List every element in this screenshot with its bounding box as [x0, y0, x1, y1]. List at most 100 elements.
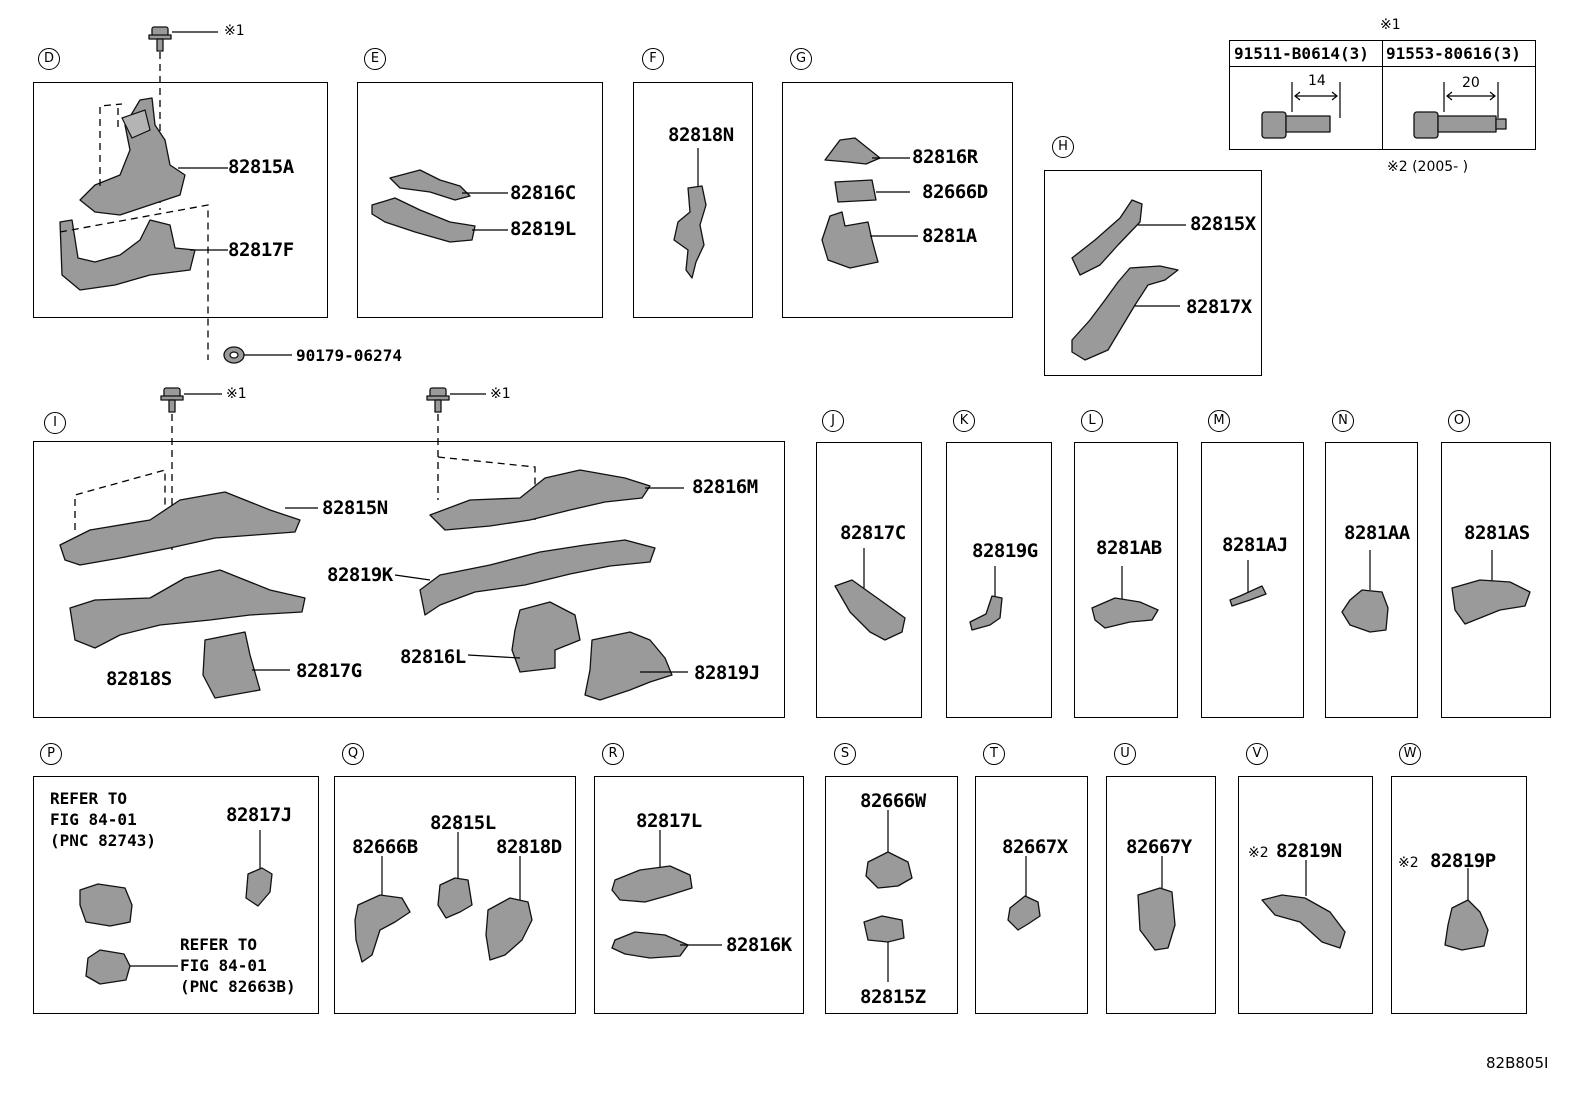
part-82818n-shape	[673, 185, 707, 279]
panel-v	[1238, 776, 1373, 1014]
panel-letter-w: W	[1399, 743, 1421, 765]
panel-letter-s: S	[834, 743, 856, 765]
panel-r	[594, 776, 804, 1014]
panel-k	[946, 442, 1052, 718]
panel-s	[825, 776, 958, 1014]
panel-letter-k: K	[953, 410, 975, 432]
refer-line: FIG 84-01	[180, 956, 267, 975]
panel-letter-l: L	[1081, 410, 1103, 432]
label-82815a: 82815A	[228, 156, 294, 178]
panel-letter-j: J	[822, 410, 844, 432]
part-82819k-shape	[419, 539, 656, 616]
label-8281a: 8281A	[922, 225, 977, 247]
panel-letter-n: N	[1332, 410, 1354, 432]
part-82667y-shape	[1137, 887, 1176, 951]
label-82815z: 82815Z	[860, 986, 926, 1008]
part-8281aa-shape	[1341, 589, 1389, 633]
panel-e	[357, 82, 603, 318]
label-82666d: 82666D	[922, 181, 988, 203]
label-82817f: 82817F	[228, 239, 294, 261]
label-82819n: 82819N	[1276, 840, 1342, 862]
label-82817j: 82817J	[226, 804, 292, 826]
label-8281ab: 8281AB	[1096, 537, 1162, 559]
panel-letter-i: I	[44, 412, 66, 434]
fastener-part-no-2: 91553-80616(3)	[1386, 44, 1521, 63]
refer-line: FIG 84-01	[50, 810, 137, 829]
panel-q	[334, 776, 576, 1014]
panel-letter-t: T	[983, 743, 1005, 765]
panel-letter-d: D	[38, 48, 60, 70]
part-82666b-shape	[354, 894, 411, 963]
panel-letter-q: Q	[342, 743, 364, 765]
part-82817g-shape	[202, 631, 261, 699]
panel-o	[1441, 442, 1551, 718]
part-82819g-shape	[969, 595, 1003, 631]
diagram-code: 82B805I	[1486, 1054, 1549, 1072]
note-mark-2-v: ※2	[1248, 845, 1269, 861]
part-82815n-shape	[59, 491, 301, 566]
part-82743-shape	[79, 883, 133, 927]
panel-letter-f: F	[642, 48, 664, 70]
fastener-part-no-1: 91511-B0614(3)	[1234, 44, 1369, 63]
part-82818d-shape	[485, 897, 533, 961]
label-82816r: 82816R	[912, 146, 978, 168]
label-82667x: 82667X	[1002, 836, 1068, 858]
part-8281aj-shape	[1229, 585, 1267, 607]
label-82817g: 82817G	[296, 660, 362, 682]
bolt-20-icon	[1413, 111, 1507, 139]
part-82815z-shape	[863, 915, 905, 943]
label-82819l: 82819L	[510, 218, 576, 240]
part-82816r-shape	[824, 137, 881, 165]
bolt-icon	[160, 387, 184, 413]
label-82819p: 82819P	[1430, 850, 1496, 872]
part-82817x-shape	[1071, 265, 1179, 361]
part-82819j-shape	[584, 631, 673, 701]
panel-n	[1325, 442, 1418, 718]
fastener-table-col-divider	[1382, 40, 1383, 150]
label-82818d: 82818D	[496, 836, 562, 858]
part-82666d-shape	[834, 179, 877, 203]
label-82816m: 82816M	[692, 476, 758, 498]
panel-i	[33, 441, 785, 718]
label-82666w: 82666W	[860, 790, 926, 812]
label-82816k: 82816K	[726, 934, 792, 956]
bolt-icon	[426, 387, 450, 413]
note-mark-1-i-left: ※1	[226, 386, 247, 402]
panel-g	[782, 82, 1013, 318]
note-mark-2-w: ※2	[1398, 855, 1419, 871]
clip-icon	[223, 346, 245, 364]
label-82817x: 82817X	[1186, 296, 1252, 318]
part-82667x-shape	[1007, 895, 1041, 931]
panel-letter-v: V	[1246, 743, 1268, 765]
label-82666b: 82666B	[352, 836, 418, 858]
panel-p	[33, 776, 319, 1014]
panel-letter-o: O	[1448, 410, 1470, 432]
panel-h	[1044, 170, 1262, 376]
part-82816l-shape	[511, 601, 581, 673]
label-82667y: 82667Y	[1126, 836, 1192, 858]
part-8281as-shape	[1451, 579, 1531, 625]
refer-line: (PNC 82743)	[50, 831, 156, 850]
panel-t	[975, 776, 1088, 1014]
label-8281aa: 8281AA	[1344, 522, 1410, 544]
panel-letter-p: P	[40, 743, 62, 765]
label-82817c: 82817C	[840, 522, 906, 544]
label-82819j: 82819J	[694, 662, 760, 684]
part-8281a-shape	[821, 211, 879, 269]
panel-f	[633, 82, 753, 318]
part-82816m-shape	[429, 469, 651, 531]
refer-line: (PNC 82663B)	[180, 977, 296, 996]
label-82815x: 82815X	[1190, 213, 1256, 235]
panel-letter-h: H	[1052, 136, 1074, 158]
label-90179-06274: 90179-06274	[296, 346, 402, 365]
fastener-dim-1: 14	[1308, 73, 1326, 89]
bolt-14-icon	[1261, 111, 1331, 139]
label-82815n: 82815N	[322, 497, 388, 519]
part-82817l-shape	[611, 865, 693, 903]
part-82663b-shape	[85, 949, 131, 985]
label-8281aj: 8281AJ	[1222, 534, 1288, 556]
fastener-table-header-mark: ※1	[1380, 17, 1401, 33]
label-82816c: 82816C	[510, 182, 576, 204]
